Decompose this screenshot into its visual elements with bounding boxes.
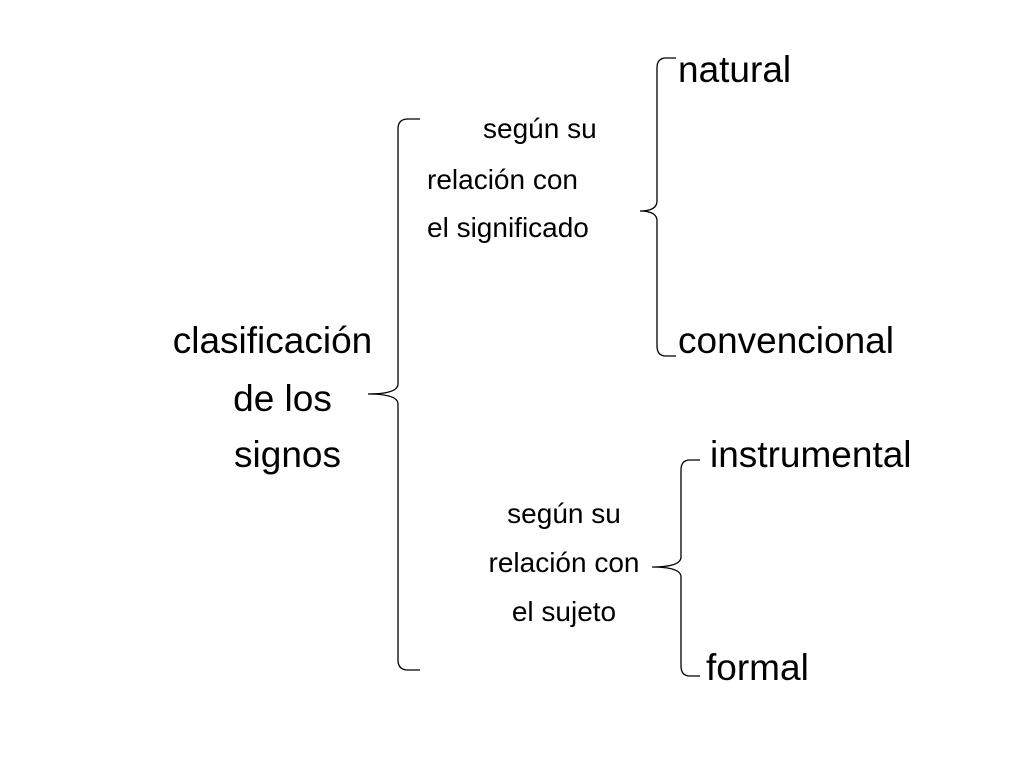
root-node-line-2: de los [233,378,332,419]
criterion-significado-line-1: según su [483,113,597,144]
leaf-formal: formal [706,647,809,688]
sub-brace-sujeto [651,459,700,677]
root-node-line-3: signos [234,434,341,475]
root-node-line-1: clasificación [172,320,373,361]
leaf-instrumental: instrumental [710,434,912,475]
criterion-significado-line-3: el significado [427,212,589,243]
criterion-sujeto-line-1: según su [507,498,621,529]
criterion-significado-line-2: relación con [427,164,578,195]
main-brace [367,118,420,671]
criterion-sujeto-line-2: relación con [488,547,640,578]
leaf-convencional: convencional [678,320,894,361]
criterion-sujeto-line-3: el sujeto [511,596,617,627]
leaf-natural: natural [678,49,792,90]
sub-brace-significado [639,57,676,357]
